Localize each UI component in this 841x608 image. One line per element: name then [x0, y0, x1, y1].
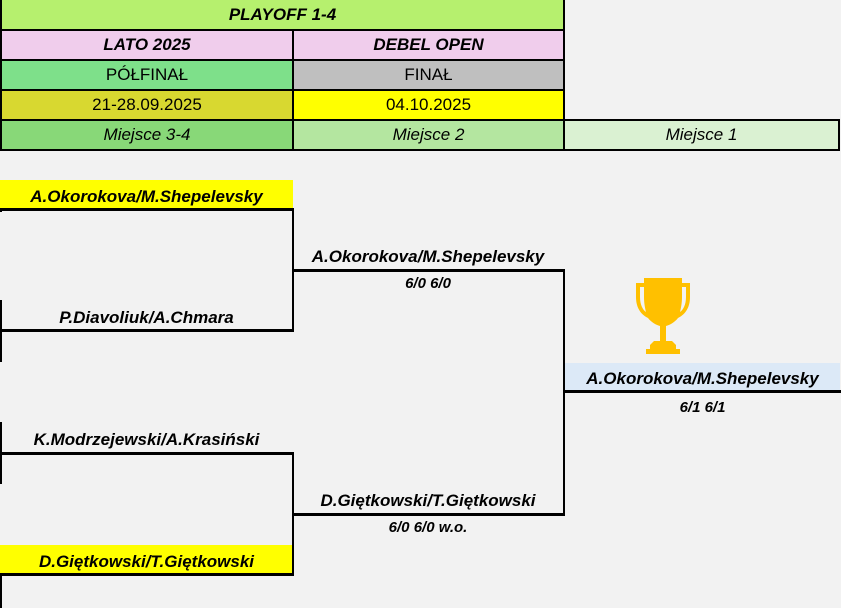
semifinal-1-bottom-line	[0, 329, 294, 332]
event-name-semifinal: LATO 2025	[0, 29, 294, 61]
champion-line	[565, 390, 841, 393]
event-name-final: DEBEL OPEN	[292, 29, 565, 61]
final-team-top: A.Okorokova/M.Shepelevsky	[311, 247, 545, 266]
semifinal-1-connector	[292, 208, 294, 332]
semifinal-2-score: 6/0 6/0 w.o.	[388, 519, 468, 536]
semifinal-1-score: 6/0 6/0	[405, 275, 451, 292]
date-semifinal: 21-28.09.2025	[0, 89, 294, 121]
place-3-4: Miejsce 3-4	[0, 119, 294, 151]
place-1: Miejsce 1	[563, 119, 840, 151]
semifinal-2-bottom-line	[0, 573, 294, 576]
final-bottom-line	[294, 513, 565, 516]
place-2: Miejsce 2	[292, 119, 565, 151]
semifinal-2-team-top: K.Modrzejewski/A.Krasiński	[33, 430, 260, 449]
semifinal-2-team-bottom: D.Giętkowski/T.Giętkowski	[0, 545, 293, 574]
playoff-title: PLAYOFF 1-4	[0, 0, 565, 31]
round-final: FINAŁ	[292, 59, 565, 91]
round-semifinal: PÓŁFINAŁ	[0, 59, 294, 91]
semifinal-1-team-top: A.Okorokova/M.Shepelevsky	[0, 180, 293, 209]
date-final: 04.10.2025	[292, 89, 565, 121]
final-score: 6/1 6/1	[679, 399, 726, 416]
left-edge-line	[0, 545, 2, 608]
final-connector	[563, 269, 565, 516]
semifinal-1-top-line	[0, 208, 294, 211]
semifinal-2-connector	[292, 452, 294, 576]
final-top-line	[294, 269, 565, 272]
semifinal-2-top-line	[0, 452, 294, 455]
champion-name: A.Okorokova/M.Shepelevsky	[565, 363, 840, 391]
final-team-bottom: D.Giętkowski/T.Giętkowski	[320, 491, 536, 510]
trophy-icon	[632, 275, 694, 357]
semifinal-1-team-bottom: P.Diavoliuk/A.Chmara	[59, 308, 234, 327]
